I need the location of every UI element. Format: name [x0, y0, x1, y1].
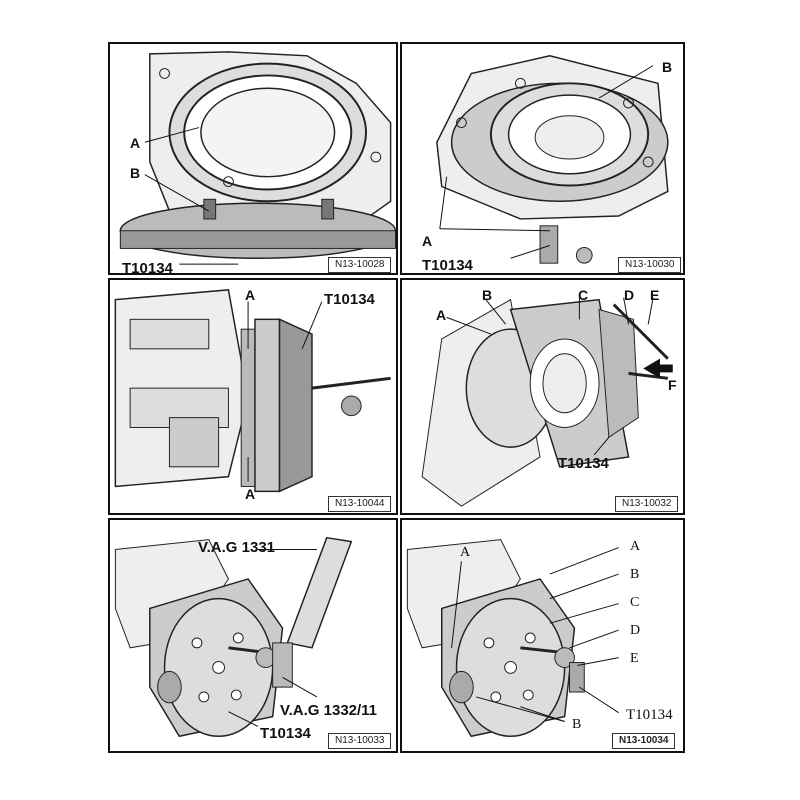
panel-5-illustration: [114, 536, 353, 738]
figure-code: N13-10033: [328, 733, 392, 749]
label-D: D: [624, 287, 635, 303]
label-E: E: [630, 651, 639, 666]
label-B: B: [130, 165, 141, 181]
panel-3-side-view: A A T10134 N13-10044: [108, 278, 398, 515]
label-A: A: [130, 135, 141, 151]
figure-code: N13-10028: [328, 257, 392, 273]
figure-code: N13-10030: [618, 257, 682, 273]
label-wrench: V.A.G 1331: [198, 539, 275, 556]
label-B: B: [482, 287, 493, 303]
panel-2-seal-installed: B A T10134 N13-10030: [400, 42, 685, 275]
label-A: A: [436, 307, 447, 323]
label-A-left: A: [460, 545, 471, 560]
label-D: D: [630, 623, 641, 638]
panel-1-illustration: [119, 51, 396, 265]
label-A-bottom: A: [245, 486, 256, 502]
panel-4-illustration: [421, 297, 673, 507]
label-F: F: [668, 377, 677, 393]
figure-code: N13-10034: [612, 733, 676, 749]
panel-3-illustration: [114, 289, 391, 493]
panel-2-illustration: [436, 55, 669, 264]
figure-code: N13-10032: [615, 496, 679, 512]
label-tool: T10134: [324, 291, 375, 308]
label-tool: T10134: [260, 725, 311, 742]
panel-6-illustration: [406, 539, 619, 738]
figure-code: N13-10044: [328, 496, 392, 512]
label-C: C: [630, 595, 640, 610]
label-E: E: [650, 287, 660, 303]
label-C: C: [578, 287, 589, 303]
panel-4-exploded-view: A B C D E F T10134 N13-10032: [400, 278, 685, 515]
label-tool: T10134: [626, 707, 673, 723]
label-A-top: A: [245, 287, 256, 303]
label-A: A: [630, 539, 641, 554]
label-tool: T10134: [122, 260, 173, 275]
panel-5-torque-wrench: V.A.G 1331 V.A.G 1332/11 T10134 N13-1003…: [108, 518, 398, 753]
label-tool: T10134: [422, 257, 473, 274]
label-A: A: [422, 233, 433, 249]
label-B-bottom: B: [572, 717, 582, 732]
panel-6-tool-parts: A A B C D E B T10134 N13-10034: [400, 518, 685, 753]
label-tool: T10134: [558, 455, 609, 472]
label-B: B: [662, 59, 673, 75]
label-B: B: [630, 567, 640, 582]
label-adapter: V.A.G 1332/11: [280, 702, 378, 719]
panel-1-seal-and-tool: A B T10134 N13-10028: [108, 42, 398, 275]
